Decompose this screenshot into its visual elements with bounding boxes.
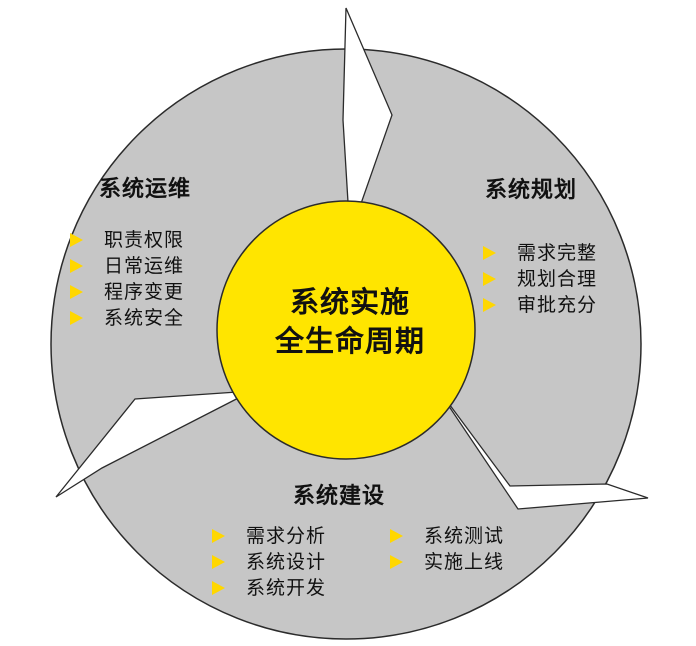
list-item: 系统设计 bbox=[212, 549, 326, 575]
bullet-triangle-icon bbox=[70, 233, 83, 247]
list-item: 日常运维 bbox=[70, 253, 184, 279]
phase-title-construction: 系统建设 bbox=[293, 484, 386, 509]
list-item: 实施上线 bbox=[390, 549, 504, 575]
bullet-triangle-icon bbox=[70, 259, 83, 273]
cycle-arrow-right bbox=[431, 380, 649, 510]
bullet-triangle-icon bbox=[212, 581, 225, 595]
phase-title-planning: 系统规划 bbox=[485, 178, 578, 203]
bullet-triangle-icon bbox=[390, 529, 403, 543]
list-item: 程序变更 bbox=[70, 279, 184, 305]
phase-list-operations: 职责权限 日常运维 程序变更 系统安全 bbox=[70, 227, 184, 331]
center-title: 系统实施 全生命周期 bbox=[225, 283, 475, 361]
bullet-triangle-icon bbox=[390, 555, 403, 569]
list-item: 系统安全 bbox=[70, 305, 184, 331]
bullet-triangle-icon bbox=[212, 555, 225, 569]
center-circle bbox=[216, 200, 476, 460]
list-item: 系统测试 bbox=[390, 523, 504, 549]
center-title-line2: 全生命周期 bbox=[274, 324, 425, 358]
bullet-triangle-icon bbox=[483, 298, 496, 312]
phase-title-operations: 系统运维 bbox=[99, 177, 192, 202]
center-title-line1: 系统实施 bbox=[289, 285, 410, 319]
bullet-triangle-icon bbox=[483, 272, 496, 286]
list-item: 需求分析 bbox=[212, 523, 326, 549]
list-item: 系统开发 bbox=[212, 575, 326, 601]
list-item: 审批充分 bbox=[483, 292, 597, 318]
bullet-triangle-icon bbox=[212, 529, 225, 543]
list-item: 需求完整 bbox=[483, 240, 597, 266]
list-item: 规划合理 bbox=[483, 266, 597, 292]
bullet-triangle-icon bbox=[70, 285, 83, 299]
list-item: 职责权限 bbox=[70, 227, 184, 253]
cycle-arrow-left bbox=[55, 390, 253, 498]
bullet-triangle-icon bbox=[483, 246, 496, 260]
phase-list-construction-right: 系统测试 实施上线 bbox=[390, 523, 504, 575]
phase-list-construction-left: 需求分析 系统设计 系统开发 bbox=[212, 523, 326, 601]
phase-list-planning: 需求完整 规划合理 审批充分 bbox=[483, 240, 597, 318]
bullet-triangle-icon bbox=[70, 311, 83, 325]
